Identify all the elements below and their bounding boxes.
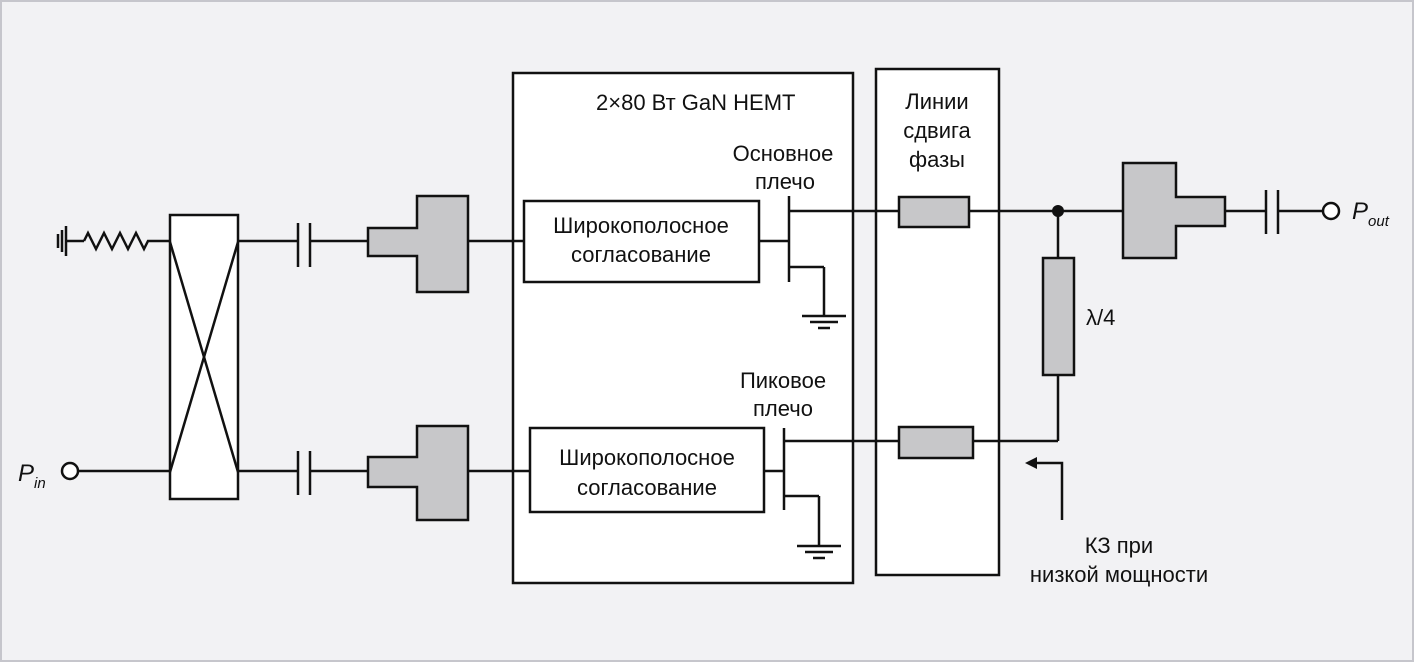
peak-arm-label-line2: плечо	[753, 396, 813, 421]
input-port	[60, 461, 170, 481]
peak-arm-label-line1: Пиковое	[740, 368, 826, 393]
main-input-path	[238, 194, 524, 294]
quarter-wave-line	[1041, 256, 1076, 377]
peak-input-path	[238, 424, 530, 522]
peak-match-label-line1: Широкополосное	[559, 445, 735, 470]
main-phase-line	[897, 195, 971, 229]
quarter-wave-label: λ/4	[1086, 305, 1115, 330]
peak-phase-line	[897, 425, 975, 460]
hybrid-coupler	[168, 213, 240, 501]
main-match-label-line2: согласование	[571, 242, 711, 267]
output-combiner	[969, 205, 1123, 443]
peak-stub-matcher	[366, 424, 470, 522]
main-match-label-line1: Широкополосное	[553, 213, 729, 238]
peak-match-label-line2: согласование	[577, 475, 717, 500]
phase-label-line3: фазы	[909, 147, 965, 172]
main-arm-label-line1: Основное	[733, 141, 834, 166]
output-port	[1321, 201, 1341, 221]
input-port-label: Pin	[18, 460, 46, 492]
short-circuit-arrow	[1025, 457, 1064, 520]
output-port-label: Pout	[1352, 198, 1390, 230]
hemt-title: 2×80 Вт GaN HEMT	[596, 90, 795, 115]
main-transistor	[759, 196, 899, 330]
short-note-line2: низкой мощности	[1030, 562, 1208, 587]
termination-resistor	[56, 226, 170, 256]
output-path	[1121, 161, 1341, 260]
main-arm-label-line2: плечо	[755, 169, 815, 194]
short-note-line1: КЗ при	[1085, 533, 1153, 558]
phase-label-line1: Линии	[905, 89, 968, 114]
phase-label-line2: сдвига	[903, 118, 971, 143]
main-stub-matcher	[366, 194, 470, 294]
phase-shift-block	[874, 67, 1001, 577]
peak-transistor	[764, 428, 899, 560]
output-stub-matcher	[1121, 161, 1227, 260]
